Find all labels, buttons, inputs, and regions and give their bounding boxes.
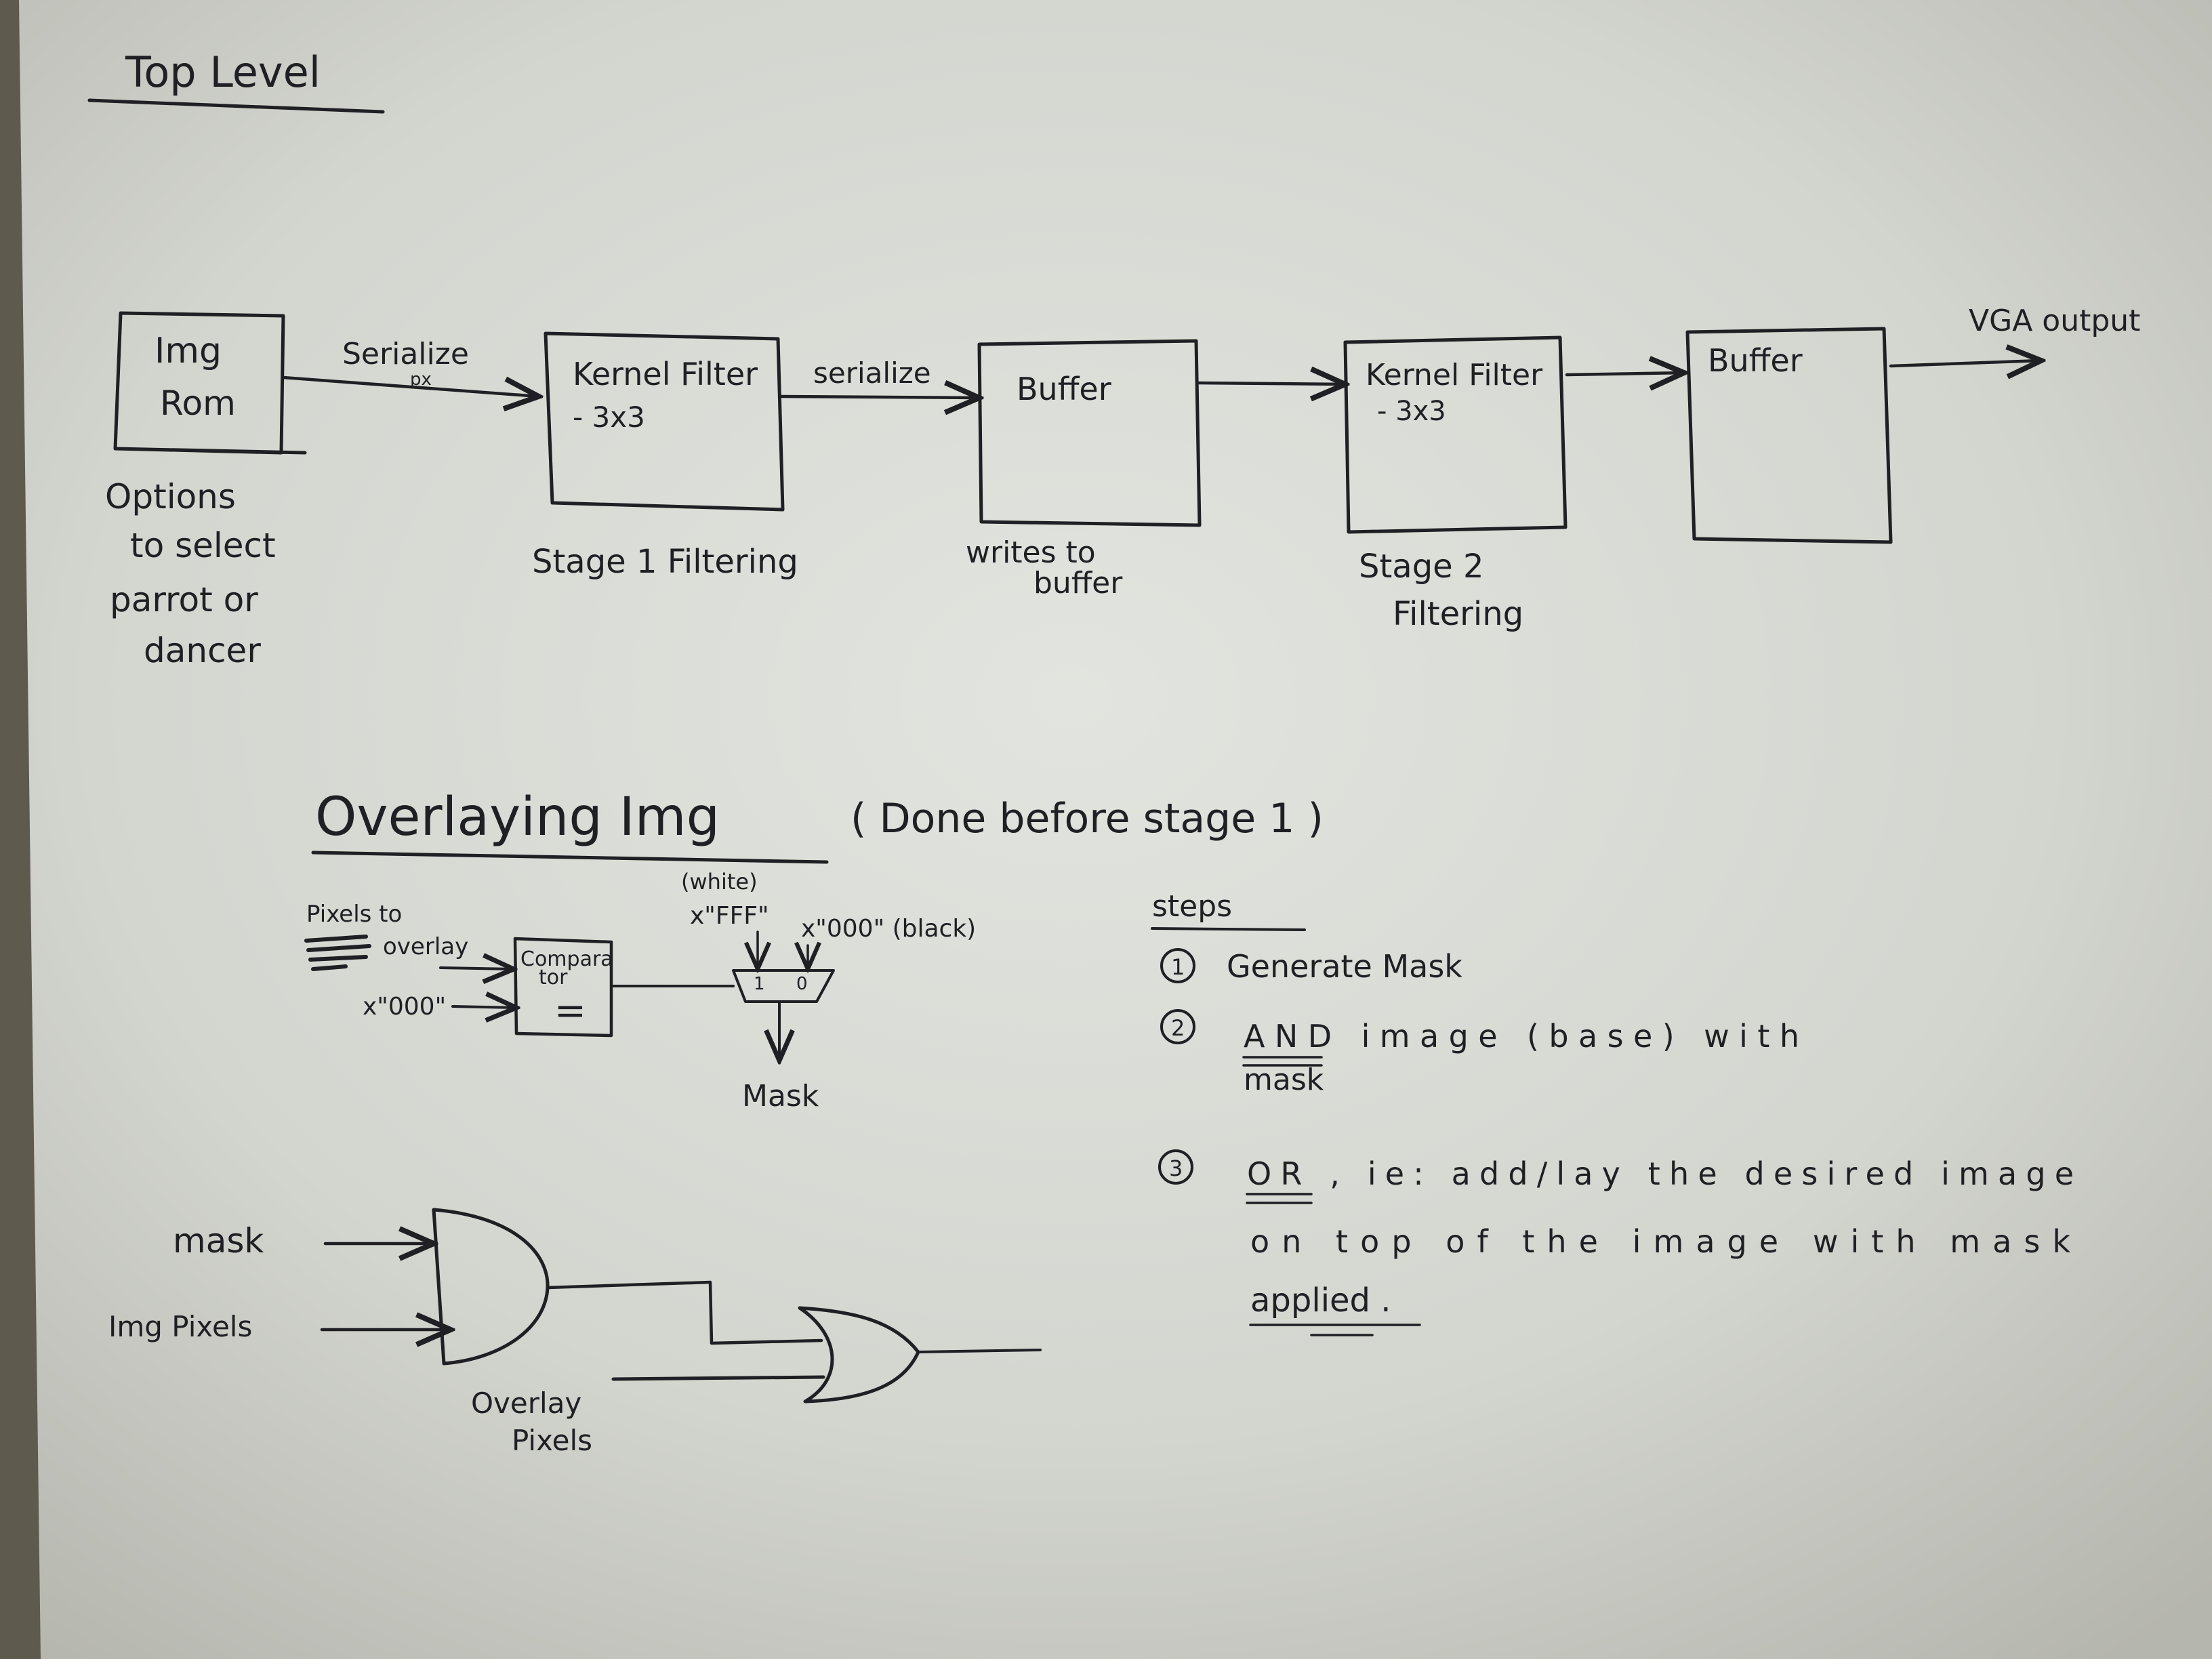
and-to-or-line: [546, 1280, 823, 1345]
or-output-line: [917, 1349, 1042, 1353]
gate-input-pixels: Img Pixels: [108, 1310, 252, 1343]
mux-input0: x"000" (black): [801, 915, 976, 943]
svg-text:parrot or: parrot or: [110, 580, 258, 619]
kernel-filter-1-label: Kernel Filter: [573, 356, 758, 392]
kernel-filter-1-block: Kernel Filter - 3x3: [544, 331, 785, 512]
serialize-arrow: [281, 375, 539, 396]
overlay-pixels-label: Overlay Pixels: [471, 1387, 592, 1457]
steps-heading: steps: [1152, 889, 1232, 924]
mux-sel1: 1: [754, 974, 765, 994]
img-rom-block: Img Rom: [113, 311, 307, 455]
svg-text:Filtering: Filtering: [1393, 595, 1523, 633]
img-rom-label-line2: Rom: [160, 384, 236, 423]
filter2-to-buffer2-arrow: [1565, 373, 1684, 375]
svg-text:dancer: dancer: [144, 631, 261, 670]
overlay-title-underline: [311, 851, 829, 864]
comparator-const-input: x"000": [363, 993, 446, 1021]
svg-text:overlay: overlay: [383, 933, 468, 960]
buffer-1-label: Buffer: [1017, 371, 1111, 407]
mux-white-label: (white): [681, 869, 758, 895]
comparator-symbol: =: [554, 989, 586, 1033]
px-label: px: [410, 369, 432, 390]
buffer-2-block: Buffer: [1685, 327, 1893, 544]
buffer-1-block: Buffer: [977, 339, 1202, 527]
step-1-number: 1: [1171, 954, 1185, 980]
step-1-text: Generate Mask: [1227, 948, 1462, 985]
stage2-filtering-note: Stage 2 Filtering: [1359, 548, 1523, 633]
svg-text:writes to: writes to: [966, 535, 1096, 570]
svg-text:to select: to select: [130, 526, 276, 565]
comparator-label-line2: tor: [539, 966, 568, 989]
kernel-filter-2-label: Kernel Filter: [1366, 358, 1543, 392]
top-level-title: Top Level: [125, 47, 321, 97]
pixels-to-comparator-arrow: [439, 968, 514, 969]
step-3-text-line3: applied .: [1250, 1282, 1391, 1319]
comparator-input-label: Pixels to overlay: [306, 901, 468, 960]
overlay-pixels-to-or-line: [611, 1375, 825, 1381]
step-2-and-underline: [1242, 1056, 1323, 1067]
comparator-label-line1: Compara: [520, 947, 613, 971]
serialize-label: Serialize: [342, 337, 469, 371]
kernel-filter-1-size: - 3x3: [573, 401, 645, 434]
kernel-filter-2-size: - 3x3: [1377, 396, 1446, 427]
vga-output-arrow: [1889, 361, 2041, 366]
overlay-title: Overlaying Img: [315, 787, 720, 848]
step-3-or-underline: [1246, 1193, 1313, 1204]
img-rom-note: Options to select parrot or dancer: [105, 477, 276, 670]
svg-text:Pixels to: Pixels to: [306, 901, 402, 928]
comparator-block: Compara tor =: [513, 937, 613, 1038]
buffer-to-filter2-arrow: [1196, 383, 1345, 384]
overlay-subtitle: ( Done before stage 1 ): [851, 795, 1324, 842]
svg-text:Pixels: Pixels: [512, 1424, 592, 1457]
step-3-applied-underline: [1249, 1324, 1421, 1336]
step-1: 1 Generate Mask: [1160, 948, 1462, 985]
serialize-arrow-2: [779, 396, 979, 398]
kernel-filter-2-block: Kernel Filter - 3x3: [1343, 335, 1568, 534]
img-rom-label-line1: Img: [155, 331, 222, 371]
mux-output-label: Mask: [742, 1079, 819, 1113]
vga-output-label: VGA output: [1969, 304, 2140, 338]
const-to-comparator-arrow: [451, 1006, 516, 1008]
svg-text:buffer: buffer: [1033, 566, 1123, 600]
step-2-text-line2: mask: [1244, 1063, 1324, 1097]
top-level-section: Top Level Img Rom Options to select parr…: [87, 47, 2140, 670]
step-2-number: 2: [1171, 1015, 1185, 1041]
top-level-title-underline: [87, 98, 385, 114]
serialize-label-2: serialize: [813, 356, 931, 390]
gate-input-mask: mask: [173, 1221, 264, 1261]
svg-text:Overlay: Overlay: [471, 1387, 581, 1420]
mux-block: 1 0: [732, 969, 835, 1003]
stage1-filtering-note: Stage 1 Filtering: [532, 543, 798, 581]
paper-sheet: [19, 0, 2212, 1659]
step-3-number: 3: [1169, 1155, 1183, 1181]
mux-input1: x"FFF": [690, 902, 769, 930]
or-gate: [798, 1306, 920, 1404]
mux-sel0: 0: [796, 974, 808, 994]
svg-text:Options: Options: [105, 477, 236, 516]
buffer-2-label: Buffer: [1708, 342, 1803, 379]
svg-text:Stage 2: Stage 2: [1359, 548, 1484, 586]
scribble-mark: [304, 935, 371, 971]
steps-heading-underline: [1151, 927, 1306, 931]
buffer-note: writes to buffer: [966, 535, 1123, 600]
